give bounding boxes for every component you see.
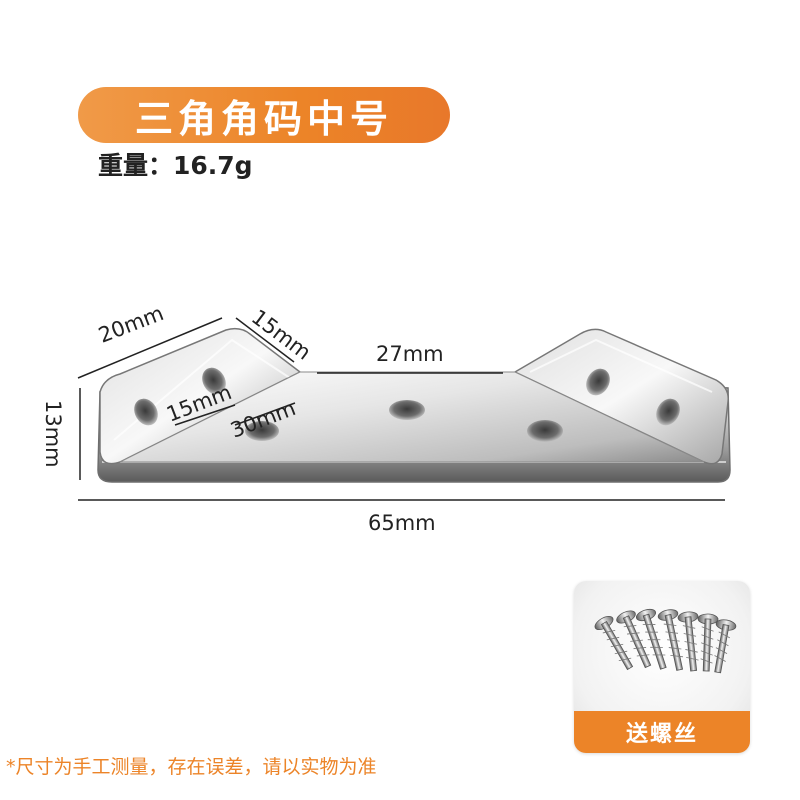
dim-top-left: 20mm (95, 301, 167, 348)
weight-text: 重量：16.7g (98, 151, 253, 180)
dimension-lines (77, 317, 725, 501)
title-banner: 三角角码中号 (78, 87, 450, 143)
measurement-disclaimer: *尺寸为手工测量，存在误差，请以实物为准 (6, 756, 377, 778)
dim-total-length: 65mm (368, 511, 436, 535)
hole-left-3 (245, 421, 279, 441)
dim-top-middle: 27mm (376, 342, 444, 366)
bracket-right-wing (513, 328, 729, 465)
hole-right-1 (586, 368, 610, 396)
product-title: 三角角码中号 (134, 96, 393, 141)
screws-icon (594, 608, 737, 674)
screw-label: 送螺丝 (574, 711, 750, 753)
dim-height: 13mm (41, 400, 65, 468)
hole-left-1 (134, 398, 158, 426)
hole-center (389, 400, 425, 420)
hole-right-2 (656, 398, 680, 426)
screw-accessory-card: 送螺丝 (574, 581, 750, 753)
hole-left-2 (202, 367, 226, 395)
hole-right-3 (527, 420, 563, 442)
bracket-left-wing (99, 327, 302, 465)
